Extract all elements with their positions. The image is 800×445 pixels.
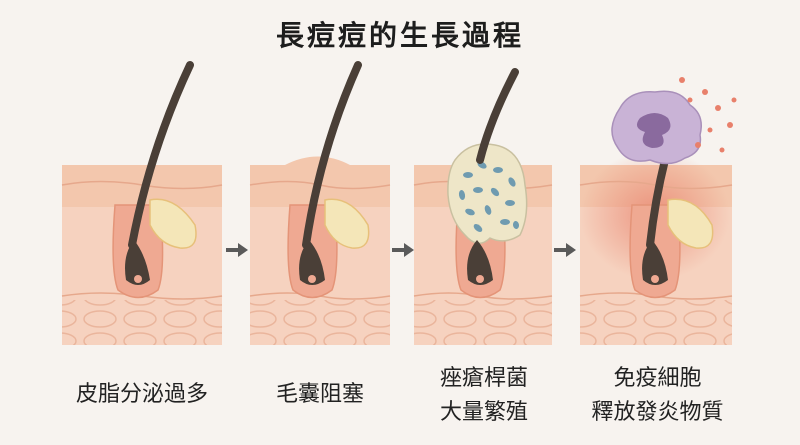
stage-1-caption: 皮脂分泌過多 (52, 378, 232, 412)
arrow-2-icon (392, 243, 414, 257)
stage-4-caption-line-2: 釋放發炎物質 (591, 400, 724, 425)
stage-2-caption-line-1: 毛囊阻塞 (275, 382, 364, 407)
stage-3-caption-line-1: 痤瘡桿菌 (439, 366, 528, 391)
stage-4-caption-line-1: 免疫細胞 (613, 366, 702, 391)
diagram-title: 長痘痘的生長過程 (275, 19, 524, 52)
stage-1-illustration (61, 61, 223, 345)
stage-2-illustration (249, 61, 391, 345)
stage-2-caption: 毛囊阻塞 (250, 378, 390, 412)
stage-3-illustration (413, 68, 553, 345)
stage-3-caption: 痤瘡桿菌 大量繁殖 (414, 362, 554, 430)
stage-4-illustration (579, 77, 737, 345)
stage-4-caption: 免疫細胞 釋放發炎物質 (570, 362, 745, 430)
stage-1-caption-line-1: 皮脂分泌過多 (75, 382, 208, 407)
arrow-1-icon (226, 243, 248, 257)
arrow-3-icon (554, 243, 576, 257)
stage-3-caption-line-2: 大量繁殖 (439, 400, 528, 425)
